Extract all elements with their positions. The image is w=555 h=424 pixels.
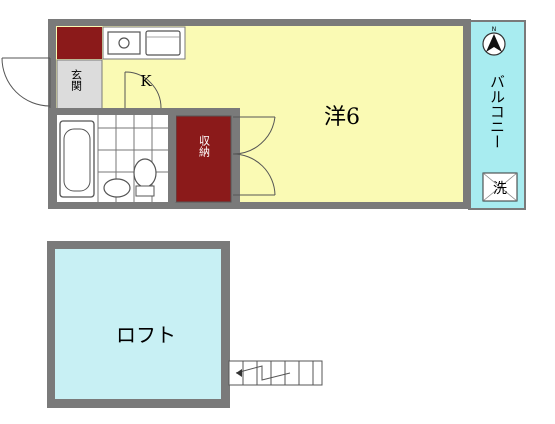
washer-label: 洗: [493, 181, 507, 197]
storage-closet: [175, 115, 232, 203]
main-room-label: 洋6: [324, 105, 360, 130]
corridor-wall: [168, 108, 176, 202]
entrance-label: 玄関: [70, 68, 83, 91]
bath-door-swing: [124, 71, 162, 109]
washer-icon: 洗: [482, 172, 518, 202]
kitchen-label: K: [140, 72, 152, 90]
loft-floor: [55, 249, 221, 399]
burner-icon: [118, 37, 130, 49]
balcony-label: バルコニー: [488, 74, 506, 149]
balcony-wall: [463, 19, 471, 209]
toilet-icon: [133, 158, 157, 188]
compass-north-label: N: [492, 26, 497, 33]
compass-icon: N: [482, 26, 506, 56]
bathroom-tiles: [97, 115, 168, 202]
loft-ladder: [228, 360, 323, 386]
stove-icon: [107, 31, 141, 55]
entrance-door-swing: [1, 57, 51, 108]
closet-door-swing: [232, 116, 276, 196]
entrance-floor: [56, 59, 103, 110]
sink-icon: [145, 30, 181, 56]
washbasin-icon: [103, 178, 131, 198]
storage-label: 収納: [198, 135, 211, 158]
entrance-step: [57, 27, 102, 59]
loft-label: ロフト: [116, 323, 176, 347]
